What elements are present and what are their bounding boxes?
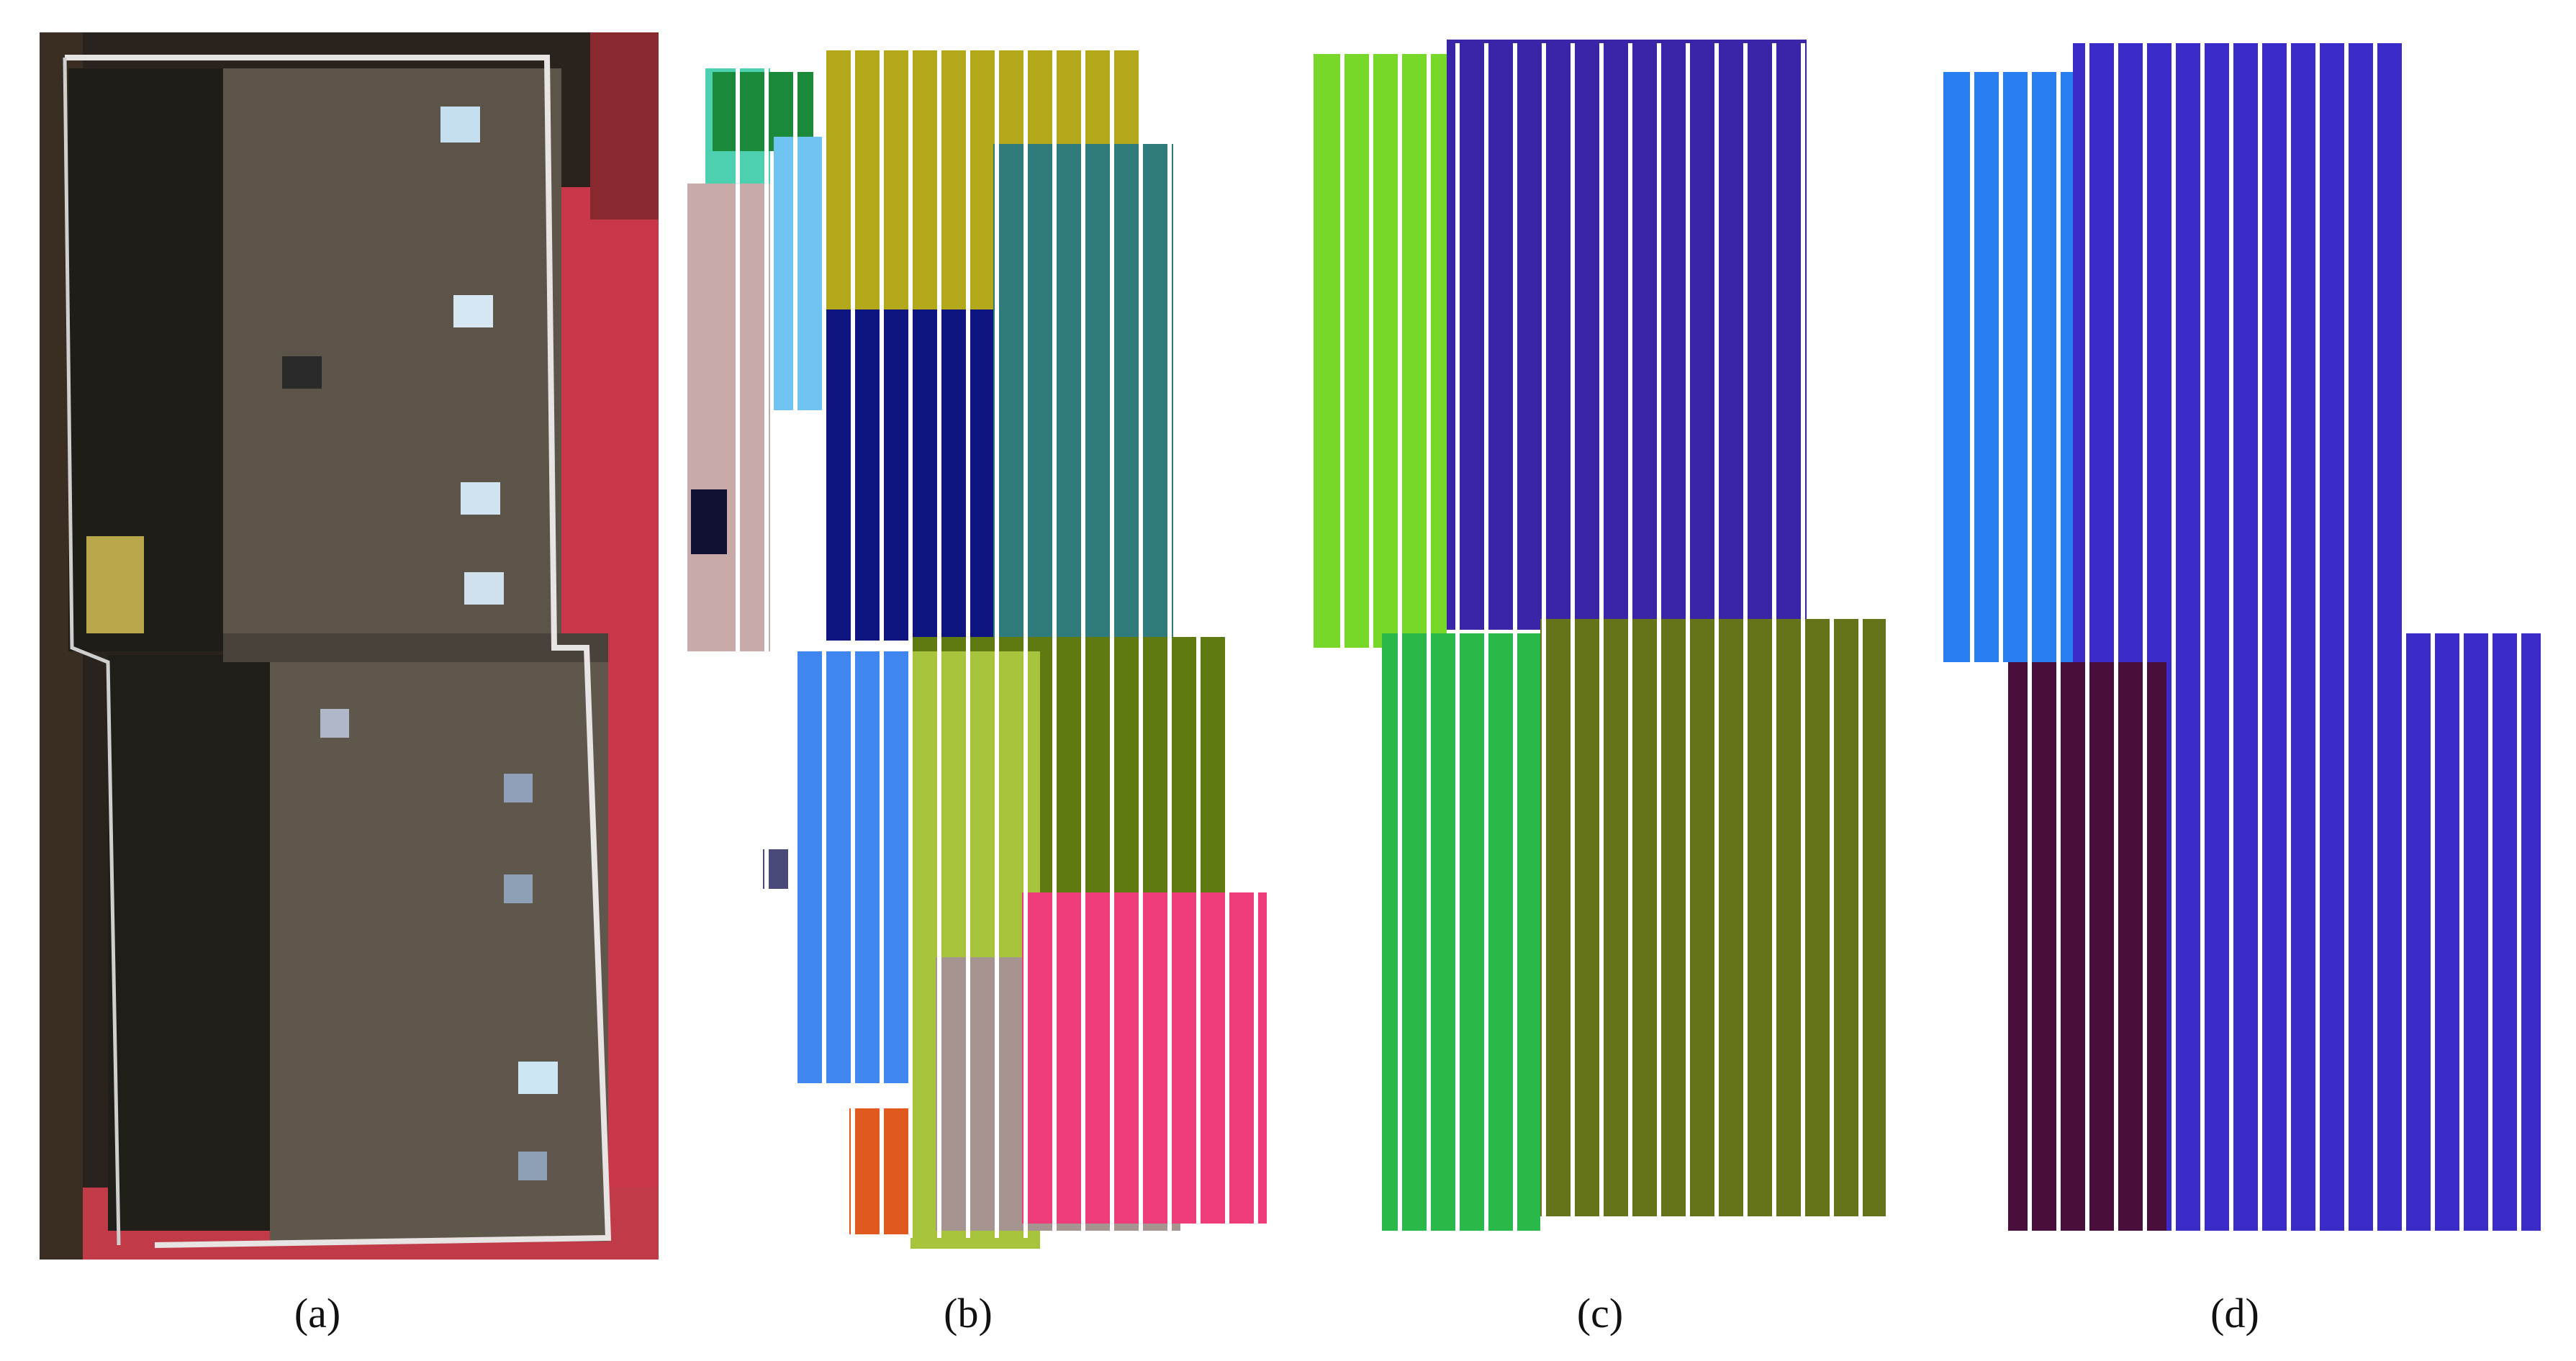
segmentation-panel-c (1314, 40, 1886, 1238)
caption-b: (b) (944, 1290, 993, 1337)
caption-d: (d) (2210, 1290, 2259, 1337)
segmentation-panel-b (687, 43, 1267, 1249)
segmentation-panel-d (1943, 43, 2541, 1238)
caption-a: (a) (294, 1290, 341, 1337)
caption-c: (c) (1576, 1290, 1624, 1337)
aerial-photo (40, 32, 659, 1260)
